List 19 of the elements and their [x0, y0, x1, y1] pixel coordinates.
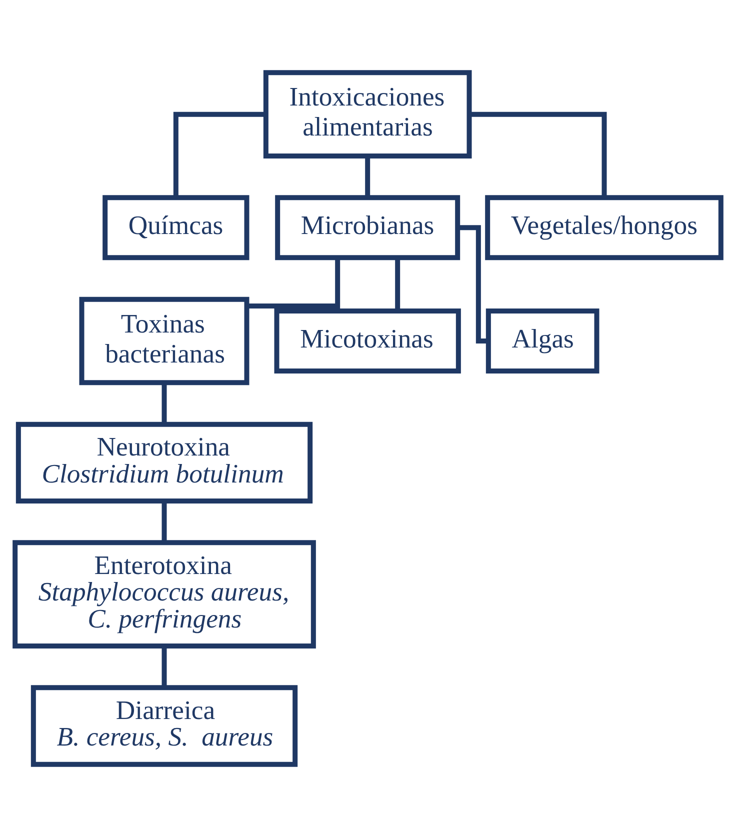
node-box: Diarreica B. cereus, S. aureus — [30, 684, 298, 766]
node-box: Químcas — [102, 194, 250, 260]
node-box: Neurotoxina Clostridium botulinum — [16, 421, 313, 503]
connector — [162, 500, 167, 542]
connector — [458, 224, 488, 343]
connector — [246, 257, 340, 308]
node-box: Algas — [486, 308, 600, 373]
connector — [162, 382, 167, 424]
node-box: Micotoxinas — [274, 308, 461, 373]
connector — [173, 111, 266, 197]
connector — [365, 156, 370, 197]
connector — [162, 646, 167, 686]
node-box: Enterotoxina Staphylococcus aureus, C. perfringens — [12, 540, 316, 648]
node-box: Vegetales/hongos — [485, 194, 724, 260]
node-box: Intoxicaciones alimentarias — [263, 70, 472, 158]
node-box: Microbianas — [275, 194, 460, 260]
node-box: Toxinas bacterianas — [79, 296, 250, 385]
connector — [469, 111, 607, 197]
connector — [395, 258, 400, 310]
